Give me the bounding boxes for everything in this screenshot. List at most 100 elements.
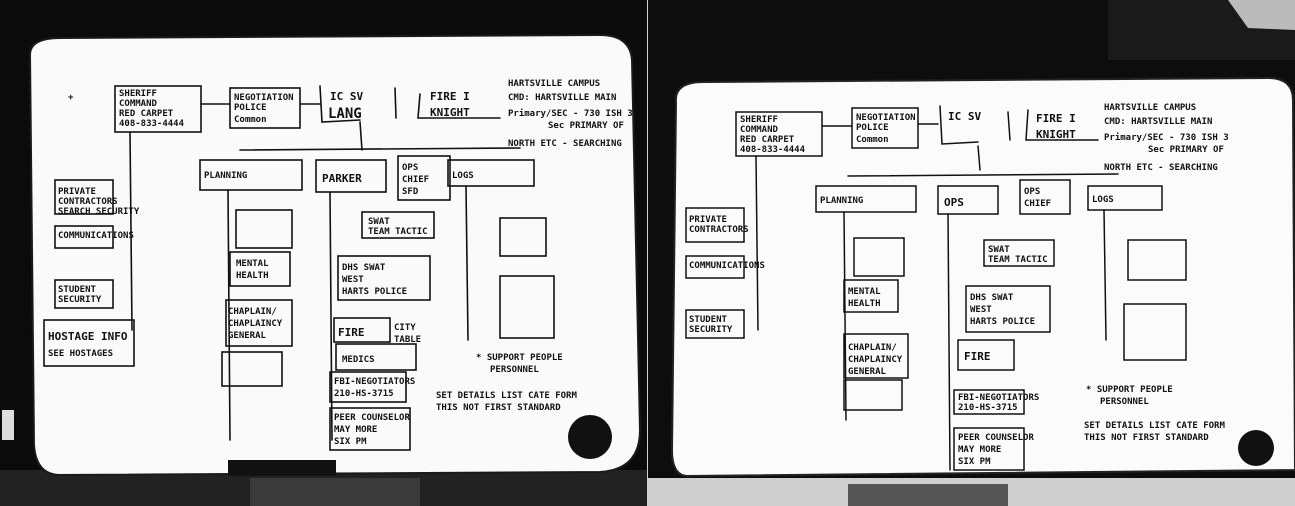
right-ops-chief-2: CHIEF [1024,199,1051,209]
right-sheriff-3: RED CARPET [740,135,795,145]
left-note-3: Primary/SEC - 730 ISH 3 [508,108,633,119]
left-plus-mark: + [68,93,74,103]
right-negotiation-2: POLICE [856,123,889,133]
right-ic-sv: IC SV [948,110,981,123]
left-city-1: CITY [394,323,416,333]
left-bottom-1: SET DETAILS LIST CATE FORM [436,391,577,401]
left-dhs-3: HARTS POLICE [342,287,407,297]
right-box3-1: STUDENT [689,315,728,325]
left-box1-line3: SEARCH SECURITY [58,207,140,217]
right-ops-chief-1: OPS [1024,187,1040,197]
left-fbi-1: FBI-NEGOTIATORS [334,377,415,387]
left-chaplain-1: CHAPLAIN/ [228,307,277,317]
left-negotiation-line1: NEGOTIATION [234,93,294,103]
left-fire: FIRE [338,326,365,339]
right-box1-2: CONTRACTORS [689,225,749,235]
left-note-4: Sec PRIMARY OF [548,121,624,131]
right-swat-2: TEAM TACTIC [988,255,1048,265]
left-fbi-2: 210-HS-3715 [334,389,394,399]
right-chaplain-1: CHAPLAIN/ [848,343,897,353]
whiteboard-photo-right: SHERIFF COMMAND RED CARPET 408-833-4444 … [648,0,1295,506]
right-sheriff-1: SHERIFF [740,115,778,125]
left-chaplain-3: GENERAL [228,331,267,341]
left-box2: COMMUNICATIONS [58,231,134,241]
left-note-5: NORTH ETC - SEARCHING [508,139,622,149]
right-box3-2: SECURITY [689,325,733,335]
left-mental-2: HEALTH [236,271,269,281]
right-note-4: Sec PRIMARY OF [1148,145,1224,155]
right-mental-2: HEALTH [848,299,881,309]
left-dhs-2: WEST [342,275,364,285]
right-peer-2: MAY MORE [958,445,1001,455]
right-dhs-3: HARTS POLICE [970,317,1035,327]
right-mental-1: MENTAL [848,287,881,297]
left-ops-chief-3: SFD [402,187,419,197]
right-bottom-2: THIS NOT FIRST STANDARD [1084,433,1209,443]
right-fbi-1: FBI-NEGOTIATORS [958,393,1039,403]
left-ic-sv: IC SV [330,90,363,103]
left-negotiation-line2: POLICE [234,103,267,113]
left-ops-chief-1: OPS [402,163,418,173]
right-dhs-2: WEST [970,305,992,315]
left-planning-label: PLANNING [204,171,247,181]
whiteboard-left-svg: + SHERIFF COMMAND RED CARPET 408-833-444… [0,0,647,506]
left-medics: MEDICS [342,355,375,365]
left-peer-1: PEER COUNSELOR [334,413,410,423]
left-mental-1: MENTAL [236,259,269,269]
left-box1-line1: PRIVATE [58,187,96,197]
left-bottom-2: THIS NOT FIRST STANDARD [436,403,561,413]
right-note-2: CMD: HARTSVILLE MAIN [1104,117,1212,127]
left-peer-2: MAY MORE [334,425,377,435]
left-sheriff-line3: RED CARPET [119,109,174,119]
right-box1-1: PRIVATE [689,215,727,225]
left-swat-1: SWAT [368,217,390,227]
right-fire: FIRE [964,350,991,363]
right-sheriff-2: COMMAND [740,125,779,135]
right-dhs-1: DHS SWAT [970,293,1014,303]
right-fire-ic: FIRE I [1036,112,1076,125]
right-note-5: NORTH ETC - SEARCHING [1104,163,1218,173]
right-swat-1: SWAT [988,245,1010,255]
left-knight: KNIGHT [430,106,470,119]
left-box3-line1: STUDENT [58,285,97,295]
left-box1-line2: CONTRACTORS [58,197,118,207]
left-lang: LANG [328,106,362,122]
left-box3-line2: SECURITY [58,295,102,305]
left-negotiation-line3: Common [234,115,267,125]
right-chaplain-2: CHAPLAINCY [848,355,903,365]
left-city-2: TABLE [394,335,421,345]
right-note-3: Primary/SEC - 730 ISH 3 [1104,132,1229,143]
left-peer-3: SIX PM [334,437,367,447]
left-ops-chief-2: CHIEF [402,175,429,185]
right-planning-label: PLANNING [820,196,863,206]
left-sheriff-line4: 408-833-4444 [119,119,185,129]
left-sheriff-box-text: SHERIFF [119,89,157,99]
left-logs: LOGS [452,171,474,181]
left-note-1: HARTSVILLE CAMPUS [508,79,600,89]
left-sheriff-line2: COMMAND [119,99,158,109]
right-bottom-1: SET DETAILS LIST CATE FORM [1084,421,1225,431]
left-parker: PARKER [322,172,362,185]
right-peer-3: SIX PM [958,457,991,467]
right-ops: OPS [944,196,964,209]
right-support-2: PERSONNEL [1100,397,1149,407]
left-box4-line1: HOSTAGE INFO [48,330,128,343]
right-peer-1: PEER COUNSELOR [958,433,1034,443]
right-box2: COMMUNICATIONS [689,261,765,271]
left-support-2: PERSONNEL [490,365,539,375]
right-fbi-2: 210-HS-3715 [958,403,1018,413]
left-swat-2: TEAM TACTIC [368,227,428,237]
right-support-1: * SUPPORT PEOPLE [1086,385,1173,395]
right-negotiation-3: Common [856,135,889,145]
whiteboard-photo-left: + SHERIFF COMMAND RED CARPET 408-833-444… [0,0,647,506]
right-knight: KNIGHT [1036,128,1076,141]
left-note-2: CMD: HARTSVILLE MAIN [508,93,616,103]
left-chaplain-2: CHAPLAINCY [228,319,283,329]
left-box4-line2: SEE HOSTAGES [48,349,113,359]
right-chaplain-3: GENERAL [848,367,887,377]
left-support-1: * SUPPORT PEOPLE [476,353,563,363]
right-logs: LOGS [1092,195,1114,205]
left-fire-ic: FIRE I [430,90,470,103]
left-dhs-1: DHS SWAT [342,263,386,273]
right-sheriff-4: 408-833-4444 [740,145,806,155]
